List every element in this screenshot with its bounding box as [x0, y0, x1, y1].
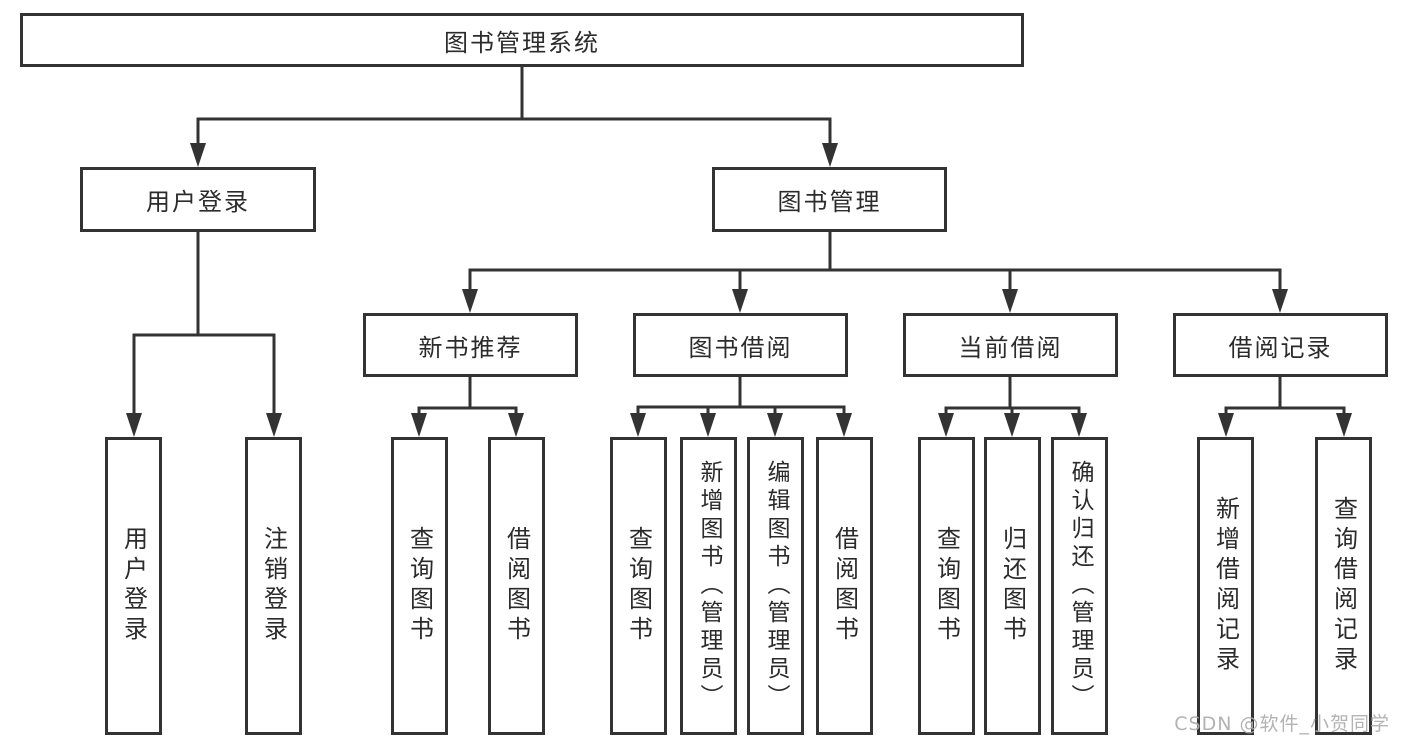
leaf-user-login: 用户登录: [105, 437, 162, 735]
leaf-add-book-admin: 新增图书（管理员）: [680, 437, 737, 735]
leaf-borrow-books-recommend: 借阅图书: [488, 437, 545, 735]
leaf-logout: 注销登录: [245, 437, 302, 735]
leaf-query-books-current: 查询图书: [918, 437, 975, 735]
arrowheads: [126, 143, 1352, 437]
node-new-book-recommend: 新书推荐: [363, 313, 578, 377]
node-library-system: 图书管理系统: [20, 13, 1024, 67]
node-book-management: 图书管理: [712, 167, 947, 232]
leaf-add-borrow-record: 新增借阅记录: [1197, 437, 1254, 735]
csdn-watermark: CSDN @软件_小贺同学: [1174, 713, 1390, 735]
node-current-borrowing: 当前借阅: [903, 313, 1118, 377]
leaf-return-books: 归还图书: [984, 437, 1041, 735]
node-borrowing-records: 借阅记录: [1173, 313, 1388, 377]
leaf-edit-book-admin: 编辑图书（管理员）: [747, 437, 804, 735]
leaf-query-books-borrowing: 查询图书: [610, 437, 667, 735]
leaf-query-borrow-record: 查询借阅记录: [1315, 437, 1372, 735]
leaf-query-books-recommend: 查询图书: [391, 437, 448, 735]
node-user-login: 用户登录: [80, 167, 316, 232]
node-book-borrowing: 图书借阅: [633, 313, 848, 377]
leaf-borrow-books-borrowing: 借阅图书: [816, 437, 873, 735]
leaf-confirm-return-admin: 确认归还（管理员）: [1051, 437, 1108, 735]
